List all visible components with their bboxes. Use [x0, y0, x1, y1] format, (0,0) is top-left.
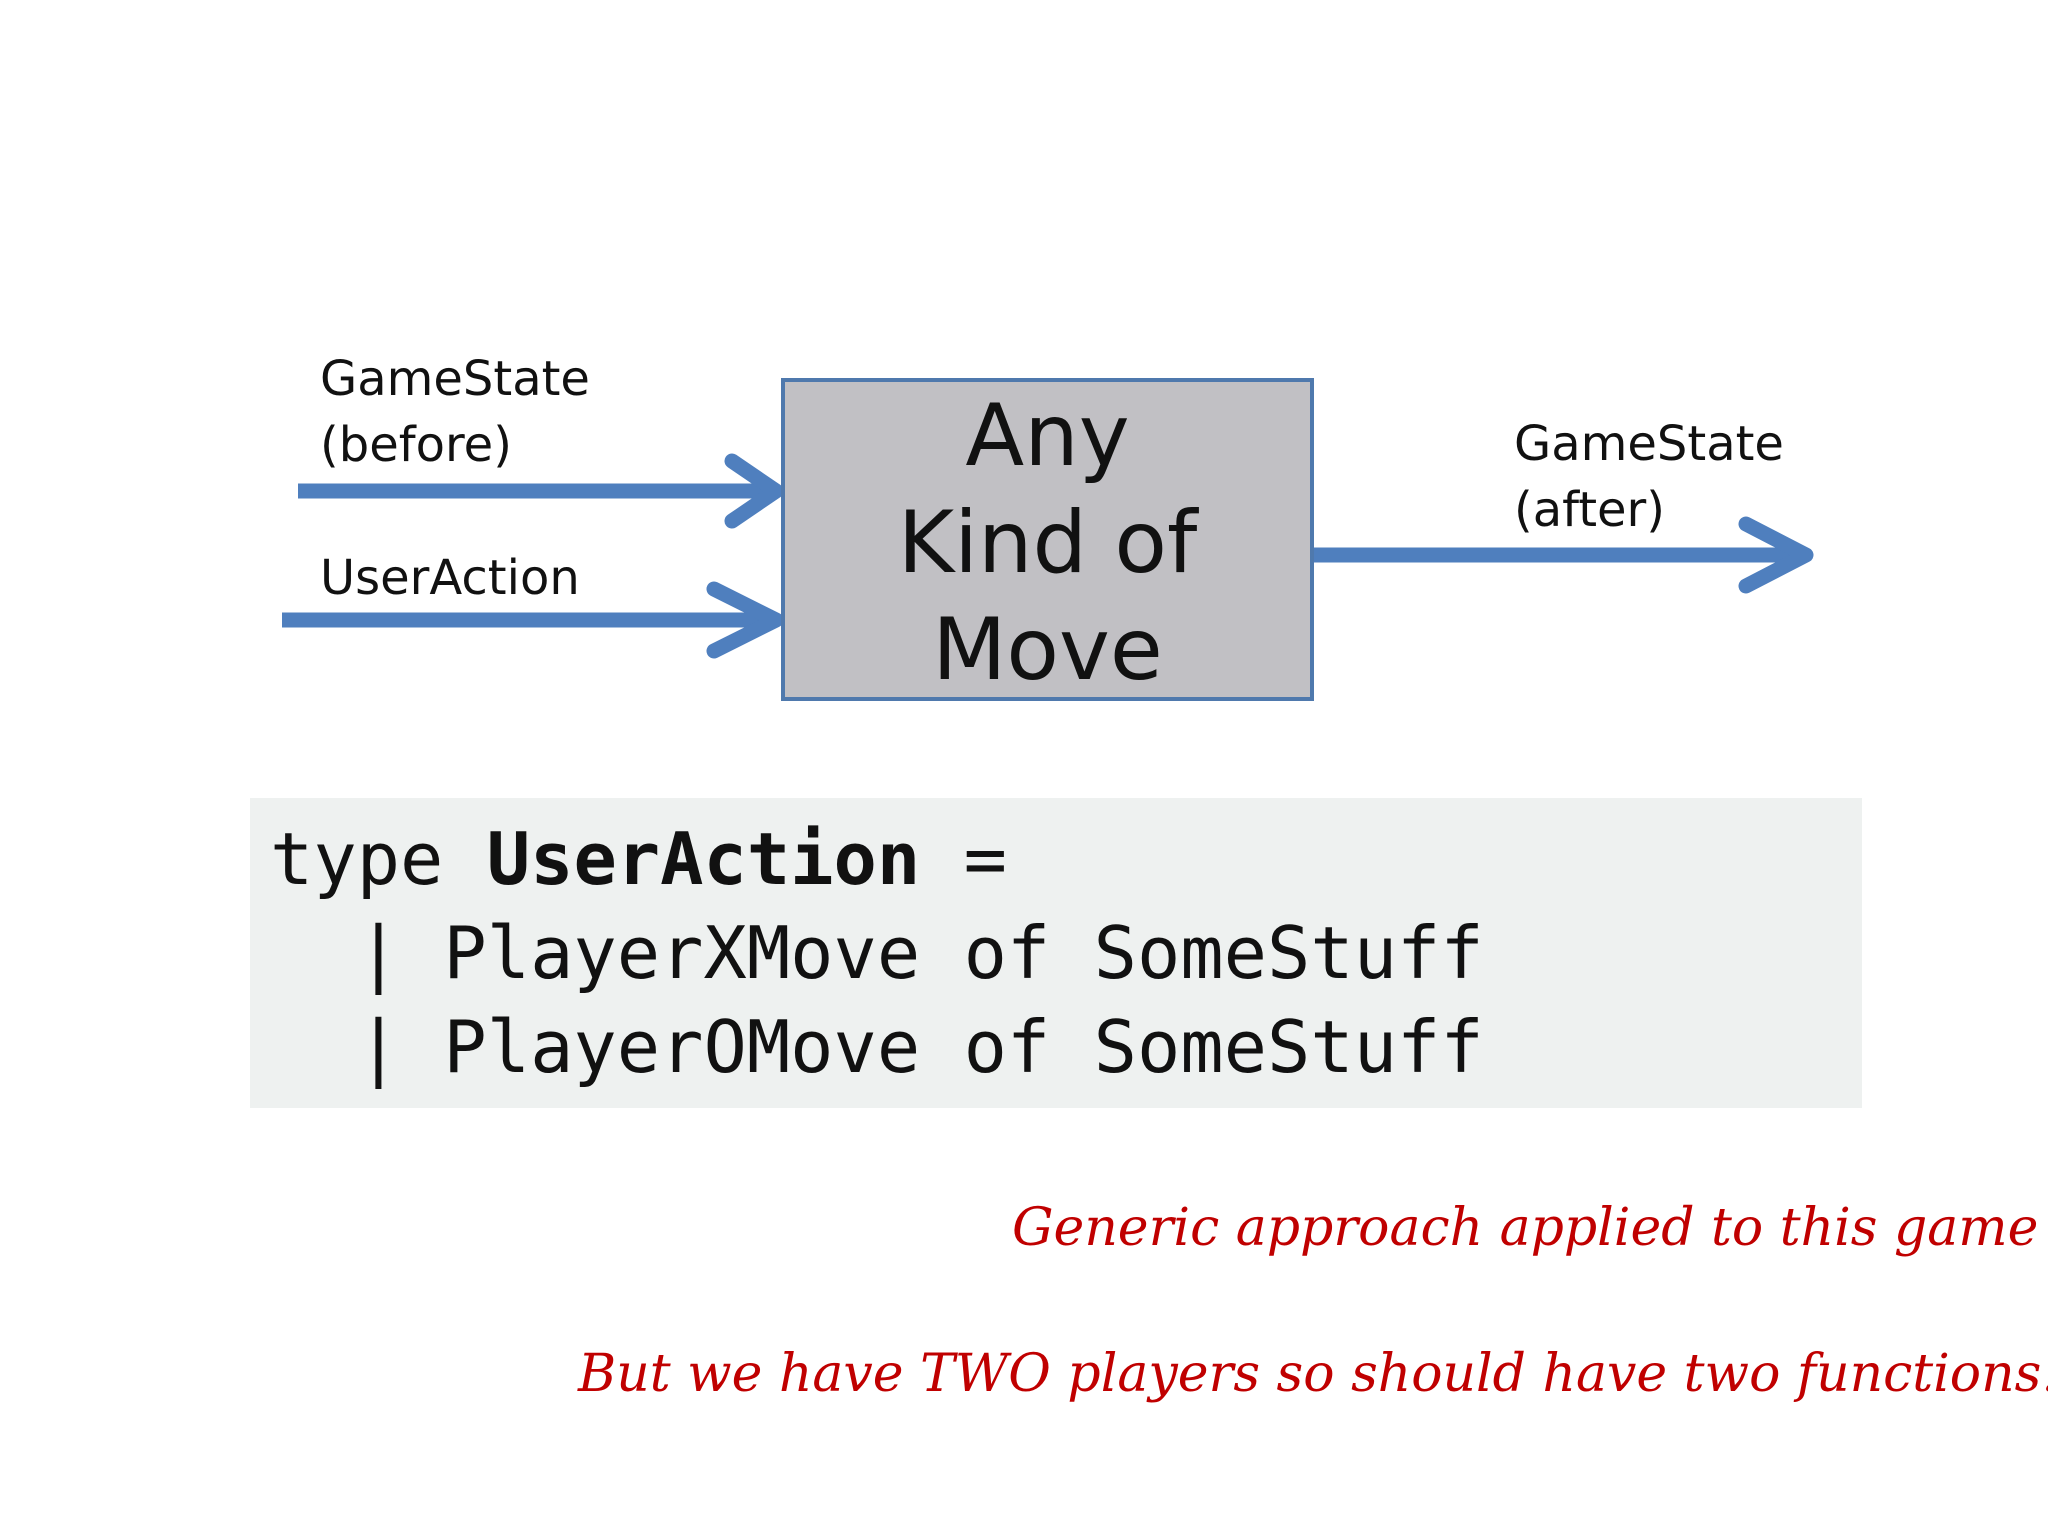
useraction-arrow: [282, 581, 784, 659]
annotation-two-players: But we have TWO players so should have t…: [578, 1344, 2048, 1404]
annotation-generic-approach: Generic approach applied to this game: [1012, 1198, 2039, 1258]
code-line-type-declaration: type UserAction =: [270, 814, 1007, 904]
code-type-name: UserAction: [486, 817, 921, 901]
any-kind-of-move-box: [781, 378, 1314, 701]
code-line-playerx-case: | PlayerXMove of SomeStuff: [270, 911, 1484, 995]
gamestate-after-line1: GameState: [1514, 416, 1784, 472]
gamestate-after-line2: (after): [1514, 482, 1666, 538]
gamestate-before-line2: (before): [320, 417, 512, 473]
process-line3: Move: [932, 600, 1163, 700]
code-line-playero-case: | PlayerOMove of SomeStuff: [270, 1005, 1484, 1089]
any-kind-of-move-label: Any Kind of Move: [781, 383, 1314, 704]
code-keyword-type: type: [270, 817, 487, 901]
code-equals: =: [920, 817, 1007, 901]
useraction-line1: UserAction: [320, 550, 580, 606]
gamestate-before-label: GameState (before): [320, 346, 590, 478]
useraction-label: UserAction: [320, 545, 580, 611]
gamestate-before-line1: GameState: [320, 351, 590, 407]
process-line2: Kind of: [897, 493, 1198, 593]
gamestate-after-label: GameState (after): [1514, 411, 1784, 543]
gamestate-after-arrow: [1314, 516, 1814, 594]
gamestate-before-arrow: [298, 453, 784, 529]
code-snippet-panel: [250, 798, 1862, 1108]
process-line1: Any: [965, 386, 1130, 486]
